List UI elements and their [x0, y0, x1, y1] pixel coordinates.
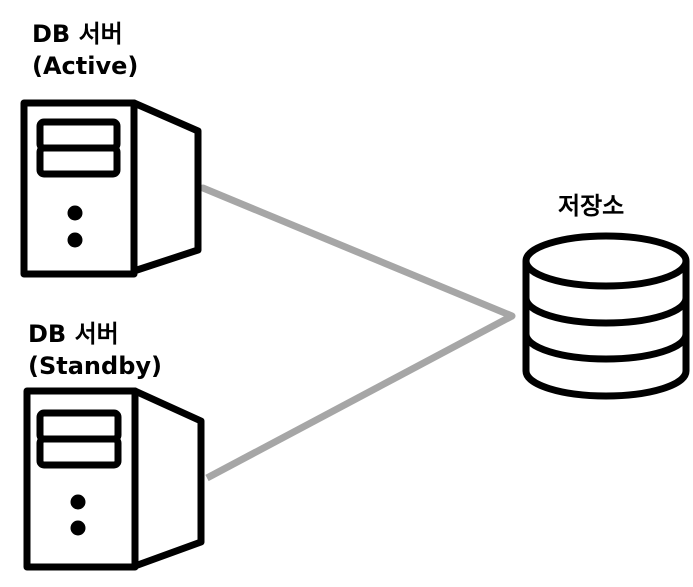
server-label-standby: DB 서버 (Standby) [28, 318, 162, 382]
server-tower-icon [23, 387, 205, 571]
database-cylinder-icon [522, 232, 690, 400]
server-title-active: DB 서버 [32, 20, 123, 48]
connector-active-storage [199, 184, 516, 320]
server-label-active: DB 서버 (Active) [32, 18, 138, 82]
connector-standby-storage [205, 312, 514, 482]
server-title-standby: DB 서버 [28, 320, 119, 348]
storage-label: 저장소 [558, 192, 625, 220]
server-role-standby: (Standby) [28, 352, 162, 380]
server-tower-icon [20, 99, 202, 278]
server-role-active: (Active) [32, 52, 139, 80]
